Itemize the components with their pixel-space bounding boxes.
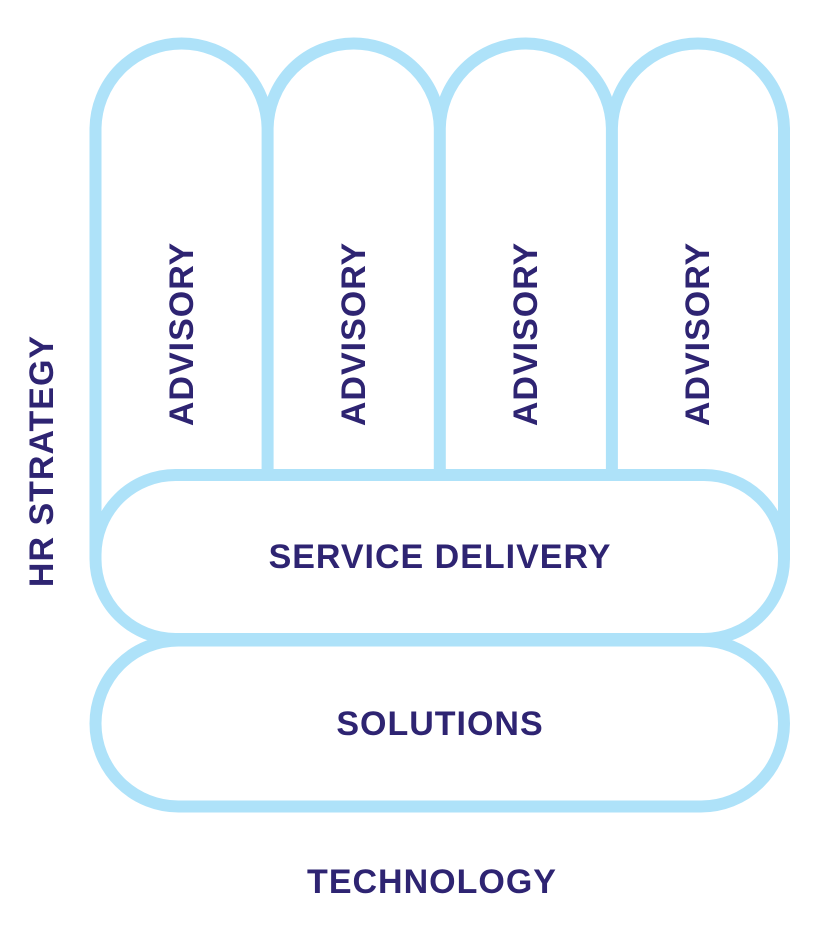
solutions-label: SOLUTIONS [336, 705, 544, 743]
hr-strategy-label: HR STRATEGY [23, 334, 61, 588]
advisory-label: ADVISORY [334, 241, 373, 427]
service-delivery-label: SERVICE DELIVERY [268, 538, 612, 576]
advisory-label: ADVISORY [162, 241, 201, 427]
advisory-label: ADVISORY [506, 241, 545, 427]
technology-label: TECHNOLOGY [307, 863, 557, 901]
advisory-label: ADVISORY [679, 241, 717, 427]
solutions-pill-shape [89, 634, 790, 813]
